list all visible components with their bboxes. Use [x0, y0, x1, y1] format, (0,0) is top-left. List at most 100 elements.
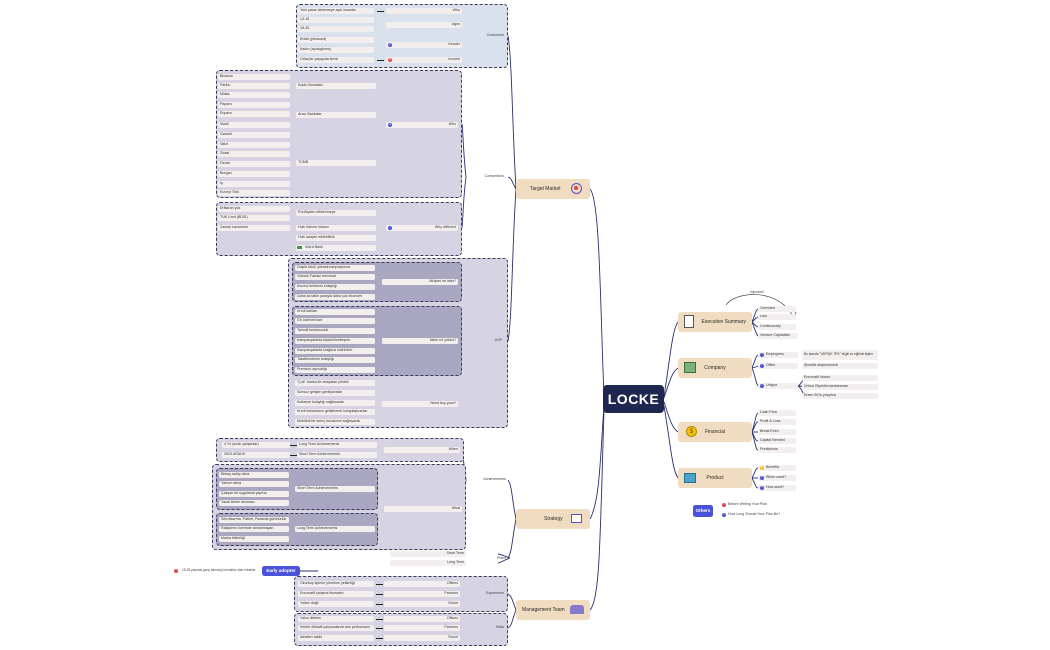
- long-item-0[interactable]: Sıfırdıkarma, Patent, Pazarda görünürlük: [219, 517, 289, 523]
- usp-q2-item-4[interactable]: Kampanyalarda mağaza indirimleri: [295, 348, 375, 354]
- usp-q1-item-2[interactable]: Avcısız kullanım kolaylığı: [295, 284, 375, 290]
- when-tag-1[interactable]: Short Term Achievements: [297, 452, 377, 458]
- when-item-1[interactable]: 2023 ARALIK: [222, 452, 290, 458]
- bank-4[interactable]: Enpara: [218, 111, 290, 117]
- short-item-1[interactable]: Yatırım alma: [219, 481, 289, 487]
- exp-row-0[interactable]: Okurbuş tiplerin yönetme yetkinliği: [298, 581, 374, 587]
- bank-12[interactable]: Kuveyt Türk: [218, 190, 290, 196]
- customer-row-2[interactable]: 18-35: [298, 26, 374, 32]
- experience-label[interactable]: Experience: [486, 591, 504, 596]
- customer-row-3[interactable]: Erkek (pleasant): [298, 37, 374, 43]
- short-term-label[interactable]: Short Term Achievements: [295, 486, 375, 492]
- bank-5[interactable]: Mobil: [218, 122, 290, 128]
- usp-q3[interactable]: Need buy-your?: [382, 401, 458, 407]
- usp-q1-item-0[interactable]: Düşük faizli, yüksek karşılaştırma: [295, 265, 375, 271]
- diff-group-3[interactable]: Sotra Bank: [296, 245, 376, 251]
- usp-q3-item-1[interactable]: Sonsuz gelişen gentlyavatar: [295, 390, 375, 396]
- bank-10[interactable]: Burgan: [218, 171, 290, 177]
- bank-3[interactable]: Papara: [218, 102, 290, 108]
- bank-1[interactable]: Paribu: [218, 83, 290, 89]
- short-item-0[interactable]: Birkaç sahip olma: [219, 472, 289, 478]
- exp-tag-0[interactable]: Offices: [384, 581, 460, 587]
- product-node[interactable]: Product: [678, 468, 752, 488]
- competitor-group-0[interactable]: Kripto Borsaları: [296, 83, 376, 89]
- plan-item-0[interactable]: Short Term: [390, 551, 466, 557]
- diff-item-1[interactable]: TUK Limit (BDSİ): [218, 215, 290, 221]
- others-node[interactable]: Others: [693, 505, 713, 517]
- usp-q2-item-3[interactable]: Kampanyalarda kişisel/özelleşme: [295, 338, 375, 344]
- long-term-label[interactable]: Long Term Achievements: [295, 526, 375, 532]
- usp-q3-item-2[interactable]: Kullanım kolaylığı sağlanarak: [295, 400, 375, 406]
- usp-q2-item-5[interactable]: Taksitlendirme kolaylığı: [295, 357, 375, 363]
- exp-row-1[interactable]: Ennovatif çalışma itismalım: [298, 591, 374, 597]
- skill-tag-2[interactable]: Room: [384, 635, 460, 641]
- exec-item-1[interactable]: Last: [758, 314, 796, 320]
- customer-row-4[interactable]: Kadın (apologisms): [298, 47, 374, 53]
- product-how[interactable]: How used?: [758, 485, 796, 491]
- bank-6[interactable]: Garanti: [218, 132, 290, 138]
- customer-tag-1[interactable]: Ages: [386, 22, 462, 28]
- competitor-group-1[interactable]: Aracı Bankalar: [296, 112, 376, 118]
- others-item-0[interactable]: Before Writing Your Plan: [728, 502, 768, 507]
- product-benefits[interactable]: Benefits: [758, 465, 796, 471]
- financial-item-4[interactable]: Predictions: [758, 447, 796, 453]
- usp-q3-item-0[interactable]: "Çok" banka ile ortaçalan yöntek: [295, 380, 375, 386]
- usp-q3-item-3[interactable]: Kredi imkanlarını geliştirerek kolaylaşt…: [295, 409, 375, 415]
- competitors-label[interactable]: Competitors: [484, 174, 504, 179]
- company-unique[interactable]: Unique: [758, 383, 798, 389]
- product-when[interactable]: When used?: [758, 475, 796, 481]
- what-label[interactable]: What: [384, 506, 462, 512]
- usp-q1-item-1[interactable]: Yüksek Faizsiz mevduat: [295, 274, 375, 280]
- exp-tag-1[interactable]: Partners: [384, 591, 460, 597]
- when-label[interactable]: When: [384, 447, 460, 453]
- achievements-label[interactable]: Achievements: [483, 477, 506, 482]
- exp-tag-2[interactable]: Room: [384, 601, 460, 607]
- competitor-group-2[interactable]: TCMB: [296, 160, 376, 166]
- financial-item-2[interactable]: Break Even: [758, 429, 796, 435]
- exec-item-0[interactable]: Overview: [758, 306, 796, 312]
- diff-group-1[interactable]: Hızlı ödeme imkanı: [296, 225, 376, 231]
- when-tag-0[interactable]: Long Term Achievements: [297, 442, 377, 448]
- plans-label[interactable]: Plans: [497, 556, 506, 561]
- exp-row-2[interactable]: Yolları değil: [298, 601, 374, 607]
- usp-q2-item-2[interactable]: Tahmili fonlarsuzluk: [295, 328, 375, 334]
- long-item-1[interactable]: Rakiplerin üzerinde donanmayan: [219, 526, 289, 532]
- short-item-3[interactable]: Yasal izinler alınması: [219, 500, 289, 506]
- exec-item-2[interactable]: Continuously: [758, 324, 796, 330]
- bank-7[interactable]: Vakıf: [218, 142, 290, 148]
- usp-label[interactable]: USP: [494, 338, 502, 343]
- root-node[interactable]: LOCKE: [603, 385, 664, 413]
- usp-q2-item-1[interactable]: Ön ödemeli kart: [295, 318, 375, 324]
- diff-item-2[interactable]: Zaman kazandırır: [218, 225, 290, 231]
- diff-item-0[interactable]: Erfitaran yok: [218, 206, 290, 212]
- executive-summary-node[interactable]: Executive Summary: [678, 312, 752, 332]
- competitors-who[interactable]: Who: [386, 122, 458, 128]
- financial-node[interactable]: $ Financial: [678, 422, 752, 442]
- when-item-0[interactable]: 4 Yıl (sıralı çalışanlar): [222, 442, 290, 448]
- customer-tag-0[interactable]: Who: [386, 8, 462, 14]
- bank-11[interactable]: İş: [218, 181, 290, 187]
- customer-row-1[interactable]: 13-18: [298, 17, 374, 23]
- skill-tag-0[interactable]: Offices: [384, 616, 460, 622]
- usp-q1-item-3[interactable]: Daha az tatim parayla daha çok ekonomi: [295, 294, 375, 300]
- company-office[interactable]: Office: [758, 363, 798, 369]
- customers-label[interactable]: Customers: [486, 33, 504, 38]
- exec-item-3[interactable]: Venture Capitalists: [758, 333, 798, 339]
- customer-tag-5[interactable]: Income: [386, 57, 462, 63]
- skill-row-2[interactable]: İdeallerı takibi: [298, 635, 374, 641]
- usp-q3-item-4[interactable]: Mobiledi bir sonrç iruvasının sağlayarak: [295, 419, 375, 425]
- company-employees[interactable]: Employees: [758, 352, 798, 358]
- usp-q2[interactable]: Neler mi yoktur?: [382, 338, 458, 344]
- skills-label[interactable]: Skills: [495, 625, 504, 630]
- long-item-2[interactable]: Marka bilinirliği: [219, 536, 289, 542]
- bank-2[interactable]: Midas: [218, 92, 290, 98]
- bank-0[interactable]: Binance: [218, 74, 290, 80]
- diff-group-2[interactable]: Hızlı adapte edilebilirlik: [296, 235, 376, 241]
- usp-q2-item-6[interactable]: Premium ayrıcalığı: [295, 367, 375, 373]
- financial-item-0[interactable]: Cash Flow: [758, 410, 796, 416]
- company-node[interactable]: Company: [678, 358, 752, 378]
- skill-row-0[interactable]: Yakın iletisim: [298, 616, 374, 622]
- financial-item-1[interactable]: Profit & Loss: [758, 419, 796, 425]
- usp-q1[interactable]: Müşteri ne ister?: [382, 279, 458, 285]
- others-item-1[interactable]: How Long Should Your Plan Be?: [728, 512, 781, 517]
